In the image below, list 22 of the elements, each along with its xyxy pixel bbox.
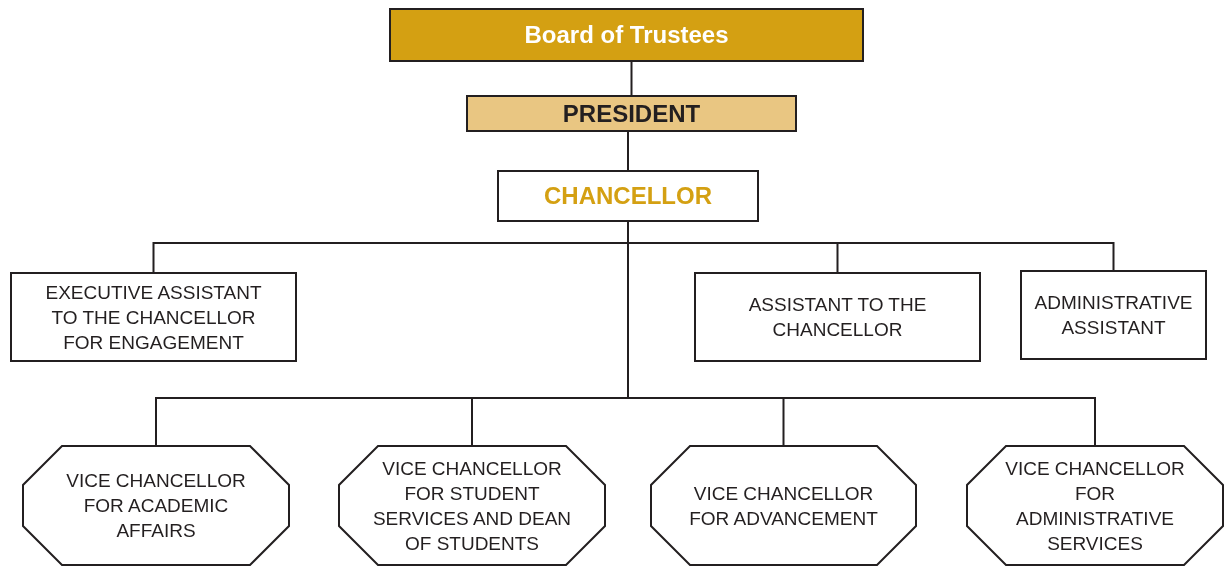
position-box [10,272,297,362]
position-title: VICE CHANCELLOR FOR ADMINISTRATIVE SERVICES [1004,456,1186,556]
position-octagon [338,445,606,566]
board-box [389,8,864,62]
position-title: PRESIDENT [562,98,701,129]
chancellor-box [497,170,759,222]
position-octagon [22,445,290,566]
position-title: CHANCELLOR [544,181,712,211]
position-title: EXECUTIVE ASSISTANT TO THE CHANCELLOR FOR ENGAGEMENT [44,280,263,355]
position-title: Board of Trustees [524,20,729,50]
president-box [466,95,797,132]
connector-line [627,131,629,171]
position-title: VICE CHANCELLOR FOR ADVANCEMENT [688,481,879,531]
position-box [1020,270,1207,360]
position-box [694,272,981,362]
position-octagon [650,445,917,566]
connector-line [630,61,633,96]
position-title: ADMINISTRATIVE ASSISTANT [1033,291,1194,340]
position-title: ASSISTANT TO THE CHANCELLOR [747,293,928,342]
position-title: VICE CHANCELLOR FOR ACADEMIC AFFAIRS [65,469,247,543]
position-octagon [966,445,1224,566]
position-title: VICE CHANCELLOR FOR STUDENT SERVICES AND DEAN OF STUDENTS [371,456,573,556]
